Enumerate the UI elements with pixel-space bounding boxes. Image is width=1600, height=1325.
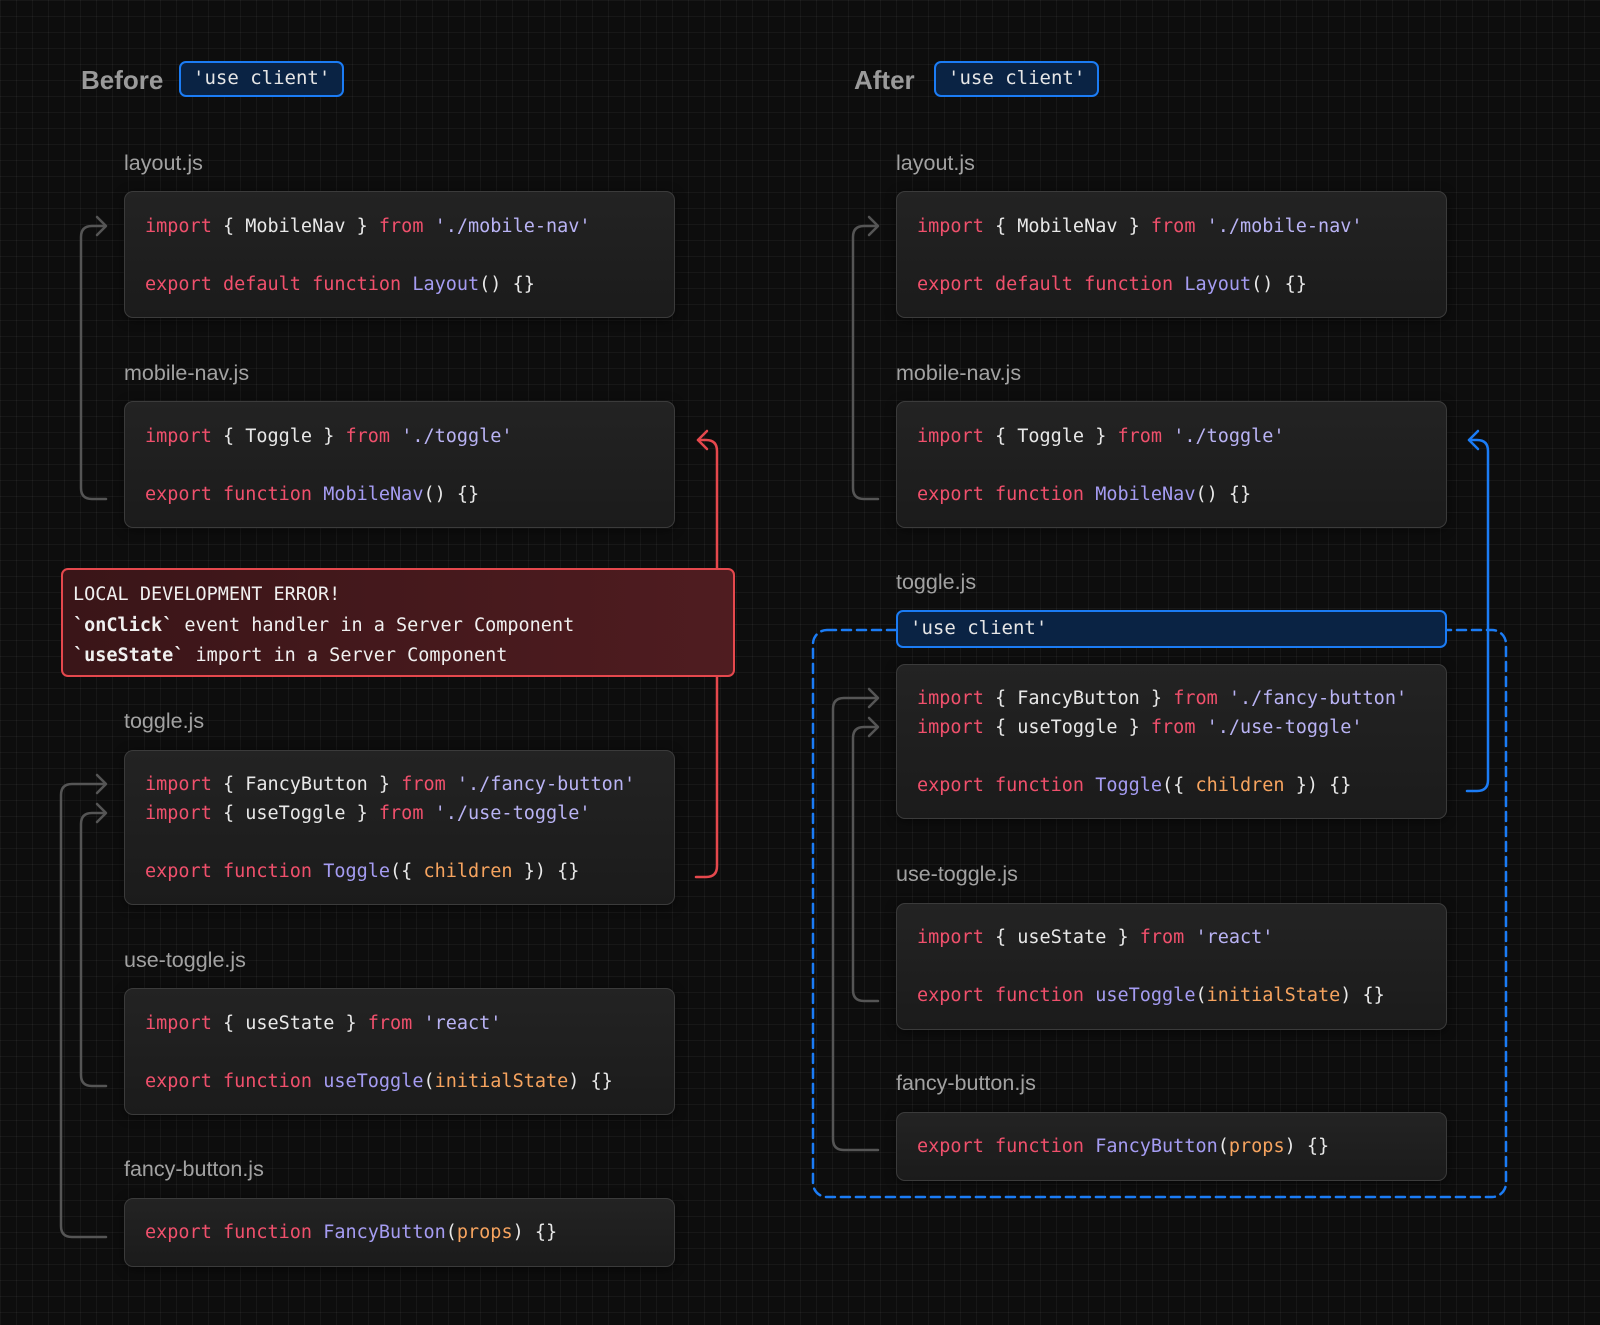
code-line: export function MobileNav() {} [917, 484, 1252, 505]
code-line: import { useState } from 'react' [145, 1013, 502, 1034]
after-file-label-use-toggle: use-toggle.js [896, 862, 1018, 886]
error-line-onclick: `onClick` event handler in a Server Comp… [73, 614, 575, 636]
before-code-card-mobile-nav: import { Toggle } from './toggle' export… [124, 401, 675, 528]
code-line: import { MobileNav } from './mobile-nav' [145, 216, 591, 237]
code-line: export function Toggle({ children }) {} [145, 861, 580, 882]
after-title: After [854, 65, 915, 95]
after-code-card-use-toggle: import { useState } from 'react' export … [896, 903, 1447, 1030]
before-title: Before [81, 65, 164, 95]
code-line: import { MobileNav } from './mobile-nav' [917, 216, 1363, 237]
local-development-error: LOCAL DEVELOPMENT ERROR! `onClick` event … [61, 568, 735, 677]
before-file-label-fancy-button: fancy-button.js [124, 1157, 264, 1181]
before-code-card-layout: import { MobileNav } from './mobile-nav'… [124, 191, 675, 318]
after-code-card-fancy-button: export function FancyButton(props) {} [896, 1112, 1447, 1181]
after-code-card-layout: import { MobileNav } from './mobile-nav'… [896, 191, 1447, 318]
code-line: export function FancyButton(props) {} [145, 1222, 558, 1243]
code-line: export default function Layout() {} [917, 274, 1307, 295]
before-code-card-toggle: import { FancyButton } from './fancy-but… [124, 750, 675, 905]
after-file-label-layout: layout.js [896, 151, 975, 175]
code-line: import { FancyButton } from './fancy-but… [917, 688, 1408, 709]
after-file-label-toggle: toggle.js [896, 570, 977, 594]
error-title: LOCAL DEVELOPMENT ERROR! [73, 584, 341, 605]
before-file-label-use-toggle: use-toggle.js [124, 948, 246, 972]
after-client-arrowhead [1467, 429, 1480, 451]
after-arrowhead-toggle-usetoggle [867, 716, 880, 738]
after-arrowhead-toggle-fancy [867, 687, 880, 709]
code-line: export function MobileNav() {} [145, 484, 480, 505]
code-line: import { Toggle } from './toggle' [145, 426, 513, 447]
after-code-card-mobile-nav: import { Toggle } from './toggle' export… [896, 401, 1447, 528]
after-client-link [1465, 438, 1490, 793]
code-line: export function useToggle(initialState) … [917, 985, 1385, 1006]
code-line: import { useToggle } from './use-toggle' [917, 717, 1363, 738]
code-line: export function useToggle(initialState) … [145, 1071, 613, 1092]
code-line: export function Toggle({ children }) {} [917, 775, 1352, 796]
before-link-toggle-usetoggle [79, 811, 108, 1088]
before-file-label-mobile-nav: mobile-nav.js [124, 361, 250, 385]
before-arrowhead-toggle-fancy [95, 773, 108, 795]
before-arrowhead-layout [95, 215, 108, 237]
before-code-card-use-toggle: import { useState } from 'react' export … [124, 988, 675, 1115]
error-line-usestate: `useState` import in a Server Component [73, 645, 508, 666]
before-link-toggle-fancy [59, 782, 108, 1239]
before-code-card-fancy-button: export function FancyButton(props) {} [124, 1198, 675, 1267]
code-line: export function FancyButton(props) {} [917, 1136, 1330, 1157]
before-use-client-tag: 'use client' [179, 61, 345, 97]
code-line: import { FancyButton } from './fancy-but… [145, 774, 636, 795]
after-use-client-tag: 'use client' [934, 61, 1100, 97]
after-arrowhead-layout [867, 215, 880, 237]
code-line: import { useState } from 'react' [917, 927, 1274, 948]
after-code-card-toggle: import { FancyButton } from './fancy-but… [896, 664, 1447, 819]
before-file-label-toggle: toggle.js [124, 709, 205, 733]
after-link-toggle-fancy [831, 696, 880, 1152]
after-toggle-use-client-directive: 'use client' [896, 610, 1447, 648]
after-link-toggle-usetoggle [851, 725, 880, 1003]
before-link-layout-mobile-nav [79, 224, 108, 501]
before-arrowhead-toggle-usetoggle [95, 802, 108, 824]
code-line: import { useToggle } from './use-toggle' [145, 803, 591, 824]
before-error-arrowhead [696, 429, 709, 451]
after-file-label-fancy-button: fancy-button.js [896, 1071, 1036, 1095]
after-link-layout-mobile-nav [851, 224, 880, 501]
before-file-label-layout: layout.js [124, 151, 203, 175]
code-line: import { Toggle } from './toggle' [917, 426, 1285, 447]
after-file-label-mobile-nav: mobile-nav.js [896, 361, 1022, 385]
code-line: export default function Layout() {} [145, 274, 535, 295]
